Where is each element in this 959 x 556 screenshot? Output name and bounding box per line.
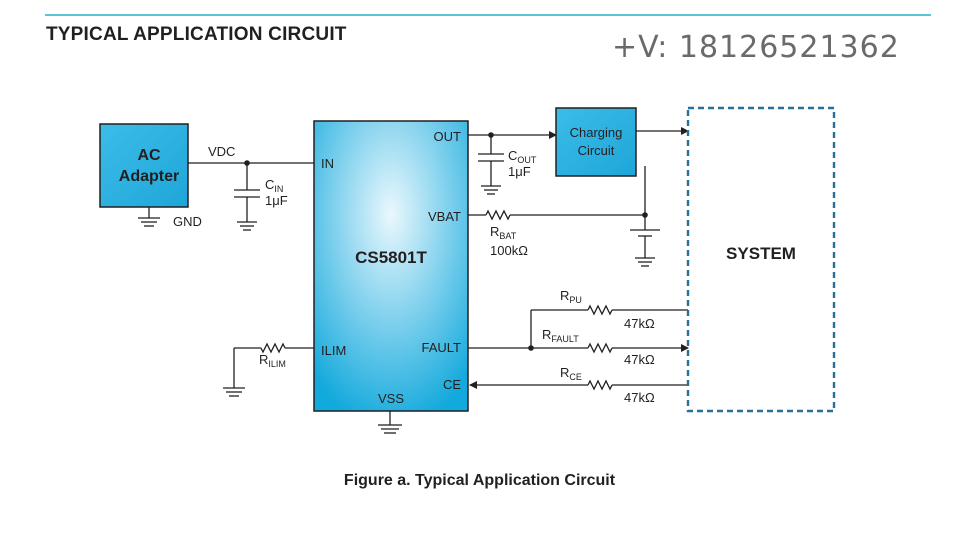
rfault-sub: FAULT: [551, 334, 579, 344]
ic-block: [313, 120, 469, 412]
rfault-value: 47kΩ: [624, 352, 655, 367]
cout-value: 1μF: [508, 164, 531, 179]
rfault-label: RFAULT: [542, 327, 579, 344]
cin-name: C: [265, 177, 274, 192]
rce-sub: CE: [569, 372, 582, 382]
junction-dot: [244, 160, 250, 166]
rilim-sub: ILIM: [268, 359, 286, 369]
rbat-label: RBAT: [490, 224, 517, 241]
cout-name: C: [508, 148, 517, 163]
rbat-name: R: [490, 224, 499, 239]
gnd-label: GND: [173, 214, 202, 229]
rce-name: R: [560, 365, 569, 380]
rce-value: 47kΩ: [624, 390, 655, 405]
header-rule: [45, 14, 931, 16]
rce-label: RCE: [560, 365, 582, 382]
cin-label: CIN: [265, 177, 283, 194]
charging-circuit-block: [555, 107, 637, 177]
rfault-name: R: [542, 327, 551, 342]
pin-fault: FAULT: [422, 340, 462, 355]
rpu-name: R: [560, 288, 569, 303]
page-title: TYPICAL APPLICATION CIRCUIT: [46, 24, 347, 45]
rpu-sub: PU: [569, 295, 582, 305]
contact-watermark: +V: 18126521362: [612, 30, 900, 65]
system-label: SYSTEM: [726, 244, 796, 263]
junction-dot: [528, 345, 534, 351]
pin-ce: CE: [443, 377, 461, 392]
junction-dot: [488, 132, 494, 138]
charging-label-line1: Charging: [570, 125, 623, 140]
rpu-value: 47kΩ: [624, 316, 655, 331]
rilim-label: RILIM: [259, 352, 286, 369]
rilim-name: R: [259, 352, 268, 367]
cout-label: COUT: [508, 148, 537, 165]
cout-sub: OUT: [517, 155, 537, 165]
pin-ilim: ILIM: [321, 343, 346, 358]
adapter-label-line2: Adapter: [119, 168, 179, 185]
junction-dot: [642, 212, 648, 218]
cin-value: 1μF: [265, 193, 288, 208]
ac-adapter-block: [99, 123, 189, 208]
system-block: [686, 106, 836, 413]
pin-vss: VSS: [378, 391, 404, 406]
rpu-label: RPU: [560, 288, 582, 305]
rbat-sub: BAT: [499, 231, 516, 241]
cin-sub: IN: [274, 184, 283, 194]
vdc-label: VDC: [208, 144, 235, 159]
ic-name: CS5801T: [355, 248, 427, 267]
pin-out: OUT: [434, 129, 462, 144]
pin-in: IN: [321, 156, 334, 171]
charging-label-line2: Circuit: [578, 143, 615, 158]
figure-caption: Figure a. Typical Application Circuit: [343, 472, 616, 489]
adapter-label-line1: AC: [137, 147, 161, 164]
rbat-value: 100kΩ: [490, 243, 528, 258]
pin-vbat: VBAT: [428, 209, 461, 224]
